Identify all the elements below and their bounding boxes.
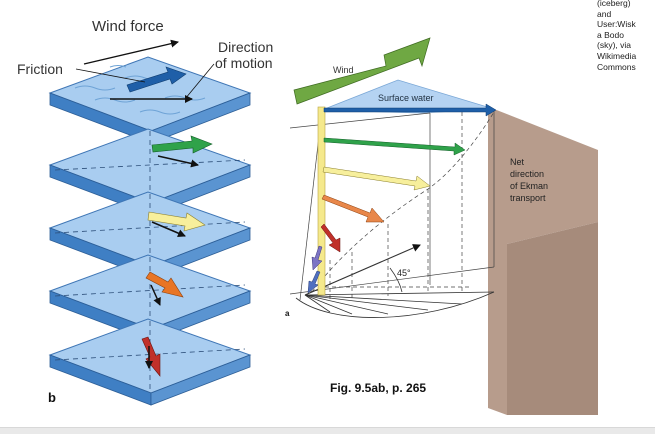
surface-current-arrow <box>126 66 187 93</box>
net-ekman-label-line4: transport <box>510 193 546 203</box>
net-ekman-label-line2: direction <box>510 169 544 179</box>
credit-line: (iceberg) <box>597 0 631 8</box>
bottom-scroll-strip <box>0 427 655 434</box>
direction-leader-line <box>184 63 215 100</box>
credit-line: User:Wisk <box>597 19 636 30</box>
credit-line: a Bodo <box>597 29 624 40</box>
wind-force-label: Wind force <box>92 18 164 35</box>
credit-line: Commons <box>597 61 636 72</box>
panel-b-letter: b <box>48 390 56 405</box>
figure-caption: Fig. 9.5ab, p. 265 <box>330 381 426 395</box>
panel-a-spiral: Wind Surface water Net direction of Ekma… <box>285 37 598 415</box>
layer-3-current-arrow <box>147 211 206 232</box>
net-ekman-label-line3: of Ekman <box>510 181 548 191</box>
layer-2-current-arrow <box>151 135 213 154</box>
friction-label: Friction <box>17 61 63 77</box>
panel-a-letter: a <box>285 309 290 318</box>
water-layer-5 <box>48 318 252 406</box>
cross-section-wall <box>488 109 598 415</box>
wind-label: Wind <box>333 65 354 75</box>
water-layer-1 <box>48 56 252 144</box>
friction-leader-line <box>75 68 146 83</box>
image-credit: (iceberg) and User:Wisk a Bodo (sky), vi… <box>597 0 655 72</box>
surface-water-label: Surface water <box>378 93 434 103</box>
wall-front-face <box>507 222 598 415</box>
credit-line: Wikimedia <box>597 50 637 61</box>
layer-4-current-arrow <box>145 271 184 298</box>
direction-of-motion-label-line1: Direction <box>218 39 273 55</box>
panel-b-layers: Wind force Friction Direction of motion … <box>17 18 273 406</box>
wind-arrow <box>293 37 431 105</box>
depth-column <box>317 106 326 296</box>
dashed-guides <box>311 111 495 302</box>
angle-label: 45° <box>397 268 411 278</box>
hodograph-lines <box>295 244 495 318</box>
layer-5-current-arrow <box>141 336 161 377</box>
direction-of-motion-label-line2: of motion <box>215 55 273 71</box>
credit-line: (sky), via <box>597 40 631 51</box>
net-ekman-label-line1: Net <box>510 157 525 167</box>
wind-force-arrow <box>83 39 179 65</box>
credit-line: and <box>597 8 612 19</box>
spiral-arrows <box>307 103 497 294</box>
